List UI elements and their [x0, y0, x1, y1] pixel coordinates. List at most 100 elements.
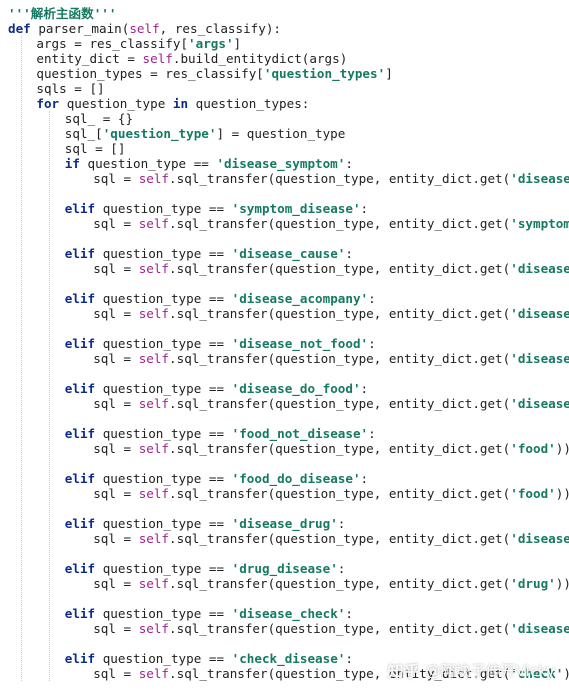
code-token: .sql_transfer(question_type, entity_dict… [169, 261, 511, 276]
code-token: .sql_transfer(question_type, entity_dict… [169, 306, 511, 321]
code-token: '''解析主函数''' [8, 6, 117, 21]
code-token: ] [385, 66, 393, 81]
code-line: sql = self.sql_transfer(question_type, e… [93, 171, 569, 186]
code-token: sql = [93, 486, 139, 501]
code-line: sql_['question_type'] = question_type [65, 126, 346, 141]
code-token: 'question_types' [263, 66, 386, 81]
indent-guide [20, 36, 22, 681]
code-token: : [345, 156, 353, 171]
code-token: question_type == [95, 606, 232, 621]
code-line: sql = self.sql_transfer(question_type, e… [93, 261, 569, 276]
code-line: elif question_type == 'disease_acompany'… [65, 291, 376, 306]
code-token: question_type == [95, 291, 232, 306]
code-line: elif question_type == 'drug_disease': [65, 561, 346, 576]
code-token: entity_dict = [36, 51, 143, 66]
code-token: sql = [93, 261, 139, 276]
code-token: elif [64, 381, 96, 396]
code-token: self [138, 171, 170, 186]
code-token: sqls = [] [36, 81, 105, 96]
code-token: : [337, 561, 346, 576]
code-token: .sql_transfer(question_type, entity_dict… [169, 666, 511, 681]
code-line: elif question_type == 'food_do_disease': [65, 471, 368, 486]
code-token: : [368, 426, 376, 441]
code-token: question_type == [95, 246, 232, 261]
code-token: 'drug' [510, 576, 556, 591]
code-token: self [142, 51, 173, 66]
code-token: 'drug_disease' [231, 561, 338, 576]
code-token: : [345, 246, 353, 261]
code-token: 'disease_not_food' [231, 336, 369, 351]
code-line: '''解析主函数''' [8, 6, 116, 21]
code-token: 'disease' [510, 171, 569, 186]
code-line: elif question_type == 'check_disease': [65, 651, 353, 666]
code-token: self [138, 576, 170, 591]
code-token: sql = [93, 171, 139, 186]
code-token: 'food_do_disease' [231, 471, 361, 486]
code-token: .sql_transfer(question_type, entity_dict… [169, 486, 511, 501]
code-line: elif question_type == 'disease_check': [65, 606, 353, 621]
code-token: .sql_transfer(question_type, entity_dict… [169, 531, 511, 546]
code-token: )) [555, 441, 569, 456]
code-token: question_type [59, 96, 173, 111]
code-line: for question_type in question_types: [36, 96, 309, 111]
code-token: elif [64, 246, 96, 261]
code-token: question_type == [95, 516, 232, 531]
code-token: self [138, 306, 170, 321]
code-line: sql_ = {} [65, 111, 133, 126]
code-token: 'check_disease' [231, 651, 346, 666]
code-token: elif [64, 561, 96, 576]
indent-guide [49, 111, 51, 681]
code-token: .build_entitydict(args) [172, 51, 348, 66]
code-token: elif [64, 336, 96, 351]
code-token: ] = question_type [216, 126, 346, 141]
code-token: self [138, 531, 170, 546]
code-token: 'disease' [510, 531, 569, 546]
code-line: if question_type == 'disease_symptom': [65, 156, 353, 171]
code-token: sql = [93, 621, 139, 636]
code-token: question_type == [95, 426, 232, 441]
code-token: : [368, 291, 376, 306]
code-line: elif question_type == 'disease_cause': [65, 246, 353, 261]
code-line: sql = self.sql_transfer(question_type, e… [93, 621, 569, 636]
code-token: 'symptom_disease' [231, 201, 361, 216]
code-line: question_types = res_classify['question_… [36, 66, 392, 81]
code-token: in [172, 96, 189, 111]
code-token: .sql_transfer(question_type, entity_dict… [169, 621, 511, 636]
code-token: 'disease' [510, 306, 569, 321]
code-line: elif question_type == 'food_not_disease'… [65, 426, 376, 441]
code-token: question_type == [79, 156, 217, 171]
code-token: if [64, 156, 80, 171]
code-token: self [138, 216, 170, 231]
code-line: args = res_classify['args'] [36, 36, 241, 51]
code-token: self [138, 441, 170, 456]
code-token: question_type == [95, 336, 232, 351]
code-token: 'disease' [510, 351, 569, 366]
code-token: : [360, 381, 369, 396]
code-token: elif [64, 426, 96, 441]
code-token: sql = [93, 306, 139, 321]
code-token: sql = [93, 531, 139, 546]
code-token: 'disease_symptom' [216, 156, 346, 171]
code-token: sql = [93, 441, 139, 456]
code-token: question_types: [188, 96, 310, 111]
code-line: entity_dict = self.build_entitydict(args… [36, 51, 347, 66]
code-token: question_type == [95, 471, 232, 486]
code-token: sql = [93, 576, 139, 591]
code-token: , res_classify): [159, 21, 281, 36]
code-token: )) [555, 576, 569, 591]
code-token: question_type == [95, 561, 232, 576]
code-token: 'disease' [510, 396, 569, 411]
code-token: self [138, 621, 170, 636]
code-token: sql = [93, 666, 139, 681]
code-token: args = res_classify[ [36, 36, 189, 51]
code-line: sql = self.sql_transfer(question_type, e… [93, 351, 569, 366]
code-token: self [138, 486, 170, 501]
code-line: sql = [] [65, 141, 126, 156]
watermark-text: @阿块子伸开Vicky [425, 661, 555, 680]
code-token: : [368, 336, 376, 351]
code-line: sql = self.sql_transfer(question_type, e… [93, 441, 569, 456]
code-token: .sql_transfer(question_type, entity_dict… [169, 576, 511, 591]
code-token: : [360, 471, 369, 486]
code-token: elif [64, 201, 96, 216]
